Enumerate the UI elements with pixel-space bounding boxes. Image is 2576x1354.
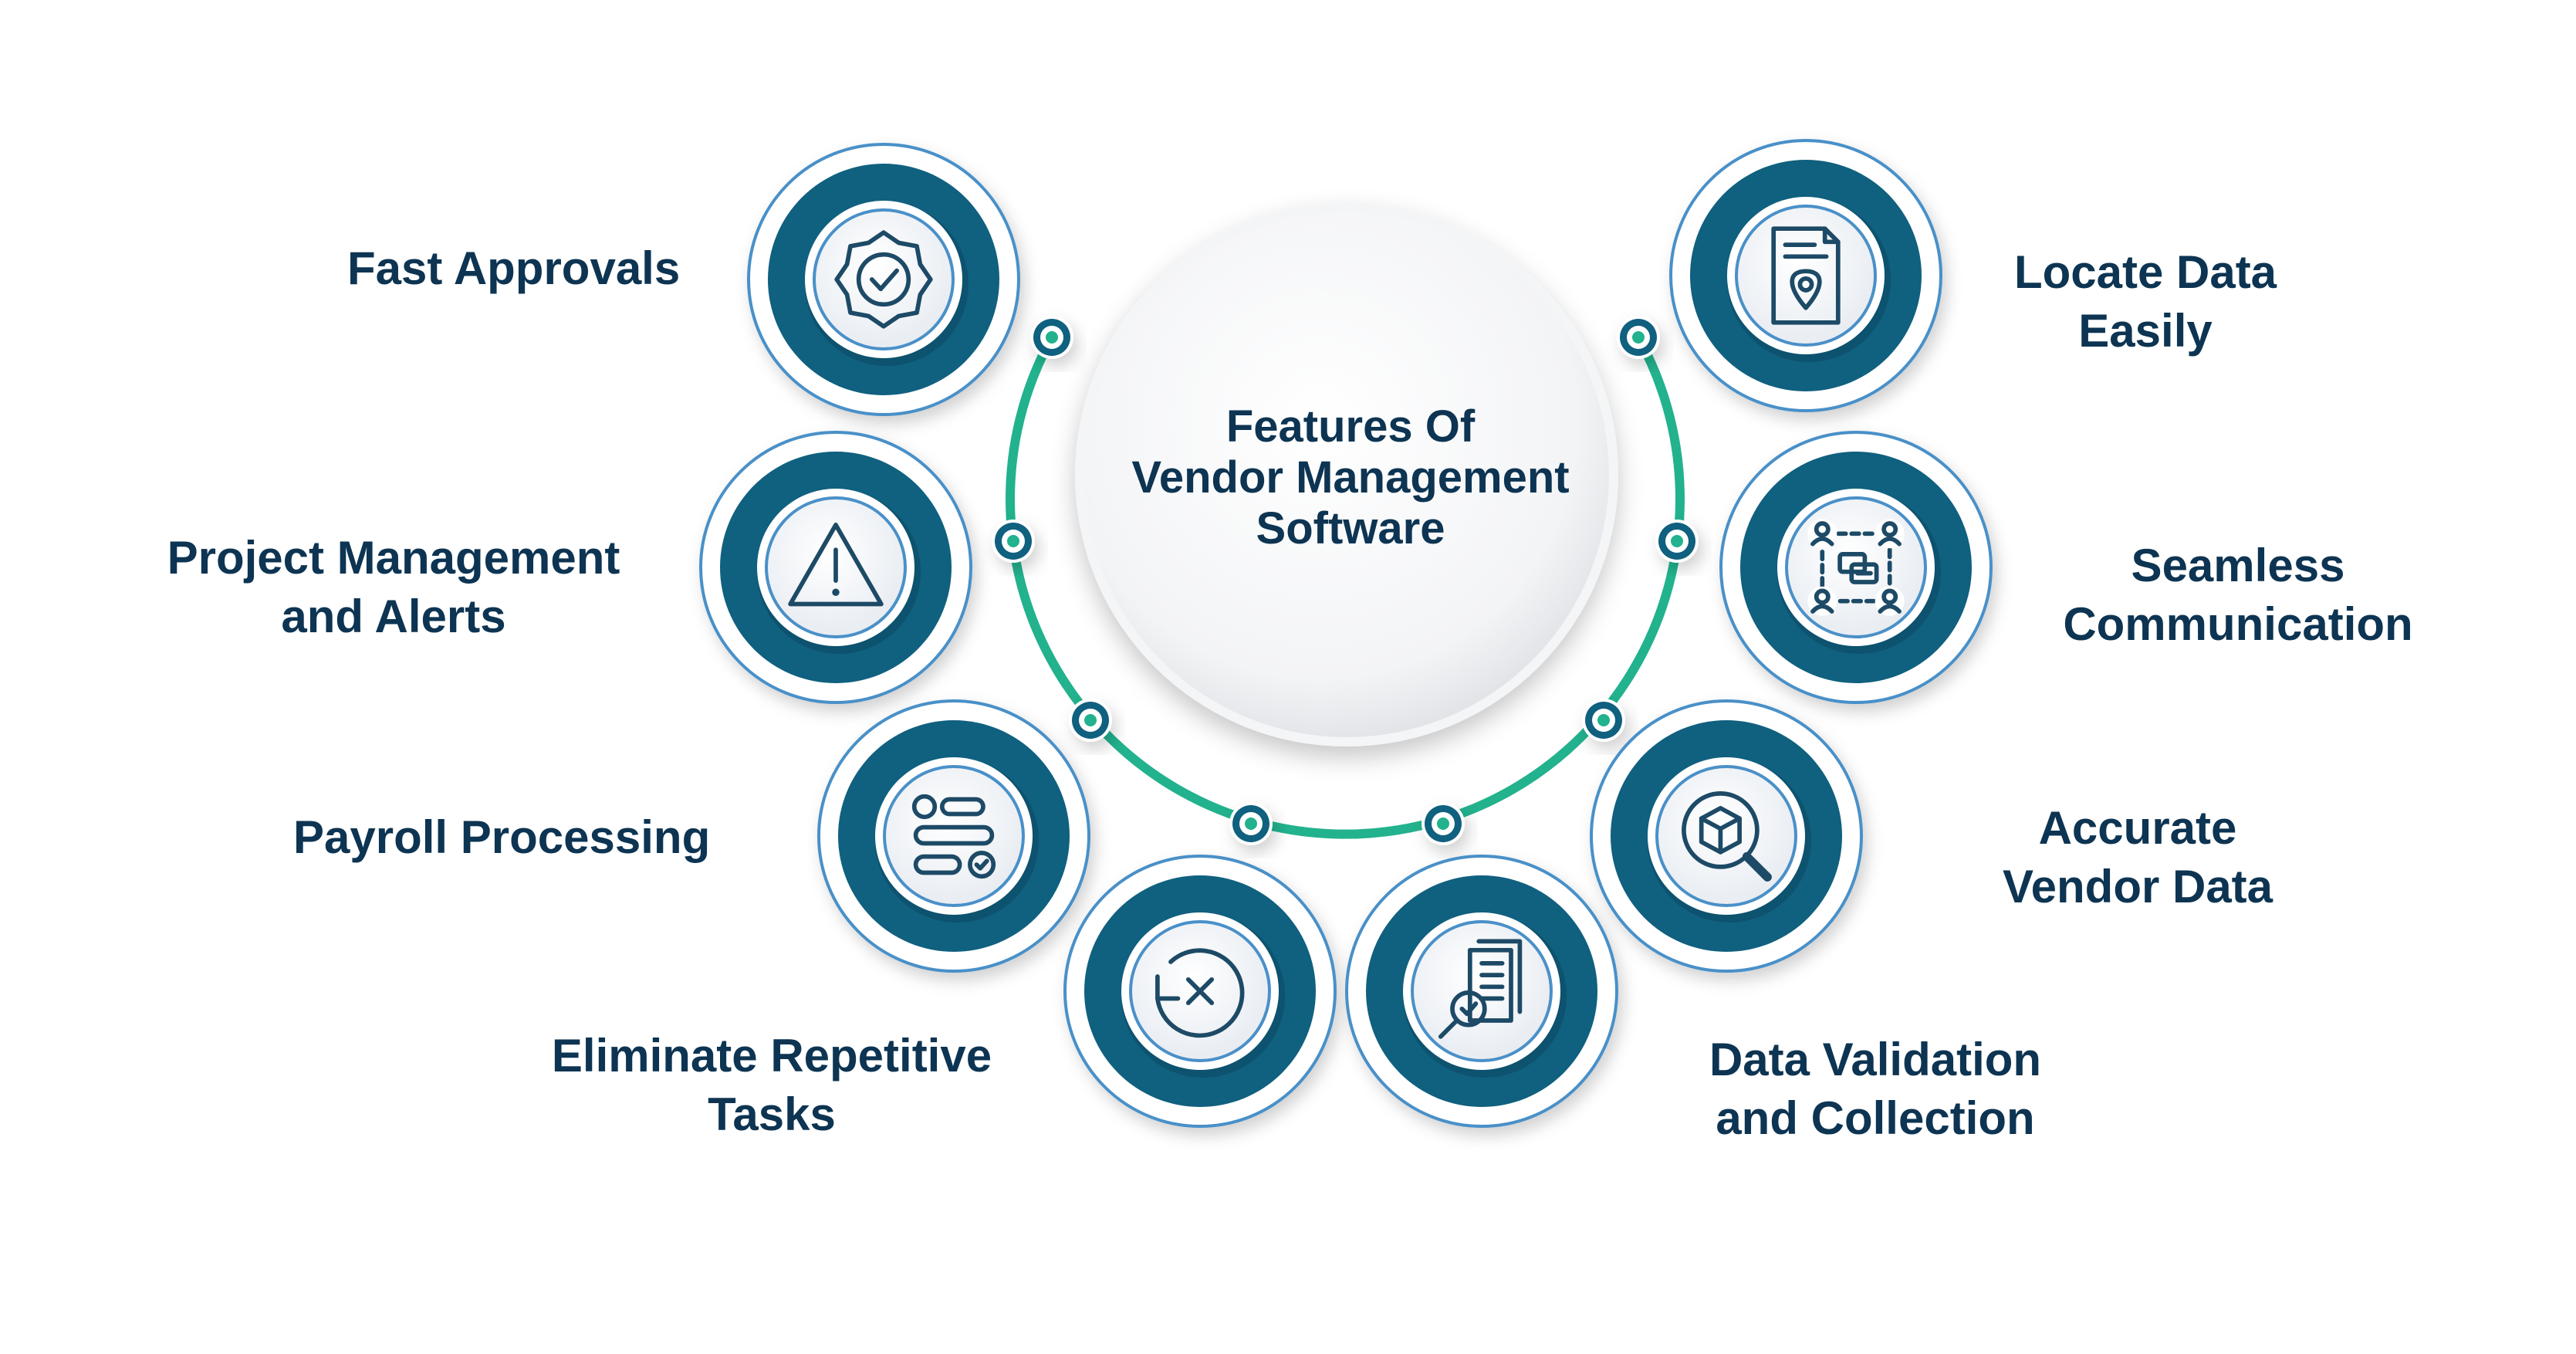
label-eliminate-repetitive: Eliminate Repetitive Tasks: [540, 1027, 1003, 1144]
center-title-line-2: Vendor Management: [1131, 452, 1570, 503]
label-seamless-communication: Seamless Communication: [2030, 537, 2446, 654]
team-chat-icon: [1807, 519, 1905, 616]
document-search-icon: [1438, 939, 1523, 1039]
arc-dot: [1030, 316, 1073, 359]
label-line: and Collection: [1716, 1092, 2035, 1144]
feature-node-fast-approvals: [747, 143, 1020, 416]
center-hub: [1075, 203, 1618, 746]
label-locate-data: Locate Data Easily: [1976, 243, 2315, 361]
label-fast-approvals: Fast Approvals: [347, 239, 681, 298]
label-line: Payroll Processing: [293, 811, 711, 863]
label-line: Tasks: [708, 1088, 836, 1140]
label-line: Accurate: [2038, 802, 2237, 854]
feature-node-locate-data: [1669, 139, 1942, 412]
arc-dot: [1617, 316, 1660, 359]
feature-node-data-validation: [1345, 855, 1618, 1128]
badge-check-icon: [834, 230, 933, 329]
label-line: and Alerts: [281, 591, 506, 642]
label-line: Vendor Data: [2002, 861, 2273, 912]
cancel-cycle-icon: [1155, 948, 1245, 1038]
feature-node-eliminate-repetitive: [1063, 855, 1337, 1128]
arc-dot: [1069, 699, 1112, 742]
label-line: Eliminate Repetitive: [551, 1030, 992, 1082]
arc-dot: [1229, 802, 1273, 845]
center-title-line-1: Features Of: [1225, 401, 1476, 452]
arc-dot: [1655, 520, 1699, 563]
label-project-management: Project Management and Alerts: [162, 529, 625, 646]
label-data-validation: Data Validation and Collection: [1682, 1031, 2068, 1148]
center-title: Features Of Vendor Management Software: [1065, 401, 1636, 554]
feature-node-seamless-communication: [1719, 431, 1993, 704]
feature-node-project-management: [699, 431, 972, 704]
label-line: Data Validation: [1709, 1034, 2042, 1085]
label-line: Project Management: [167, 532, 620, 584]
label-line: Easily: [2078, 305, 2213, 357]
arc-dot: [1582, 699, 1625, 742]
label-line: Seamless: [2131, 540, 2345, 591]
feature-node-accurate-vendor-data: [1590, 699, 1863, 973]
document-location-icon: [1771, 226, 1841, 325]
center-title-line-3: Software: [1256, 503, 1445, 553]
warning-icon: [788, 523, 884, 607]
label-line: Locate Data: [2013, 246, 2277, 298]
package-search-icon: [1682, 791, 1772, 882]
arc-dot: [992, 520, 1035, 563]
workflow-icon: [911, 794, 996, 879]
label-payroll-processing: Payroll Processing: [293, 808, 725, 867]
arc-dot: [1422, 802, 1465, 845]
label-line: Fast Approvals: [347, 242, 681, 294]
feature-node-payroll-processing: [817, 699, 1090, 973]
label-accurate-vendor-data: Accurate Vendor Data: [1960, 799, 2315, 916]
label-line: Communication: [2063, 598, 2413, 650]
arc-dots: [992, 316, 1699, 845]
feature-nodes: [699, 139, 1993, 1128]
